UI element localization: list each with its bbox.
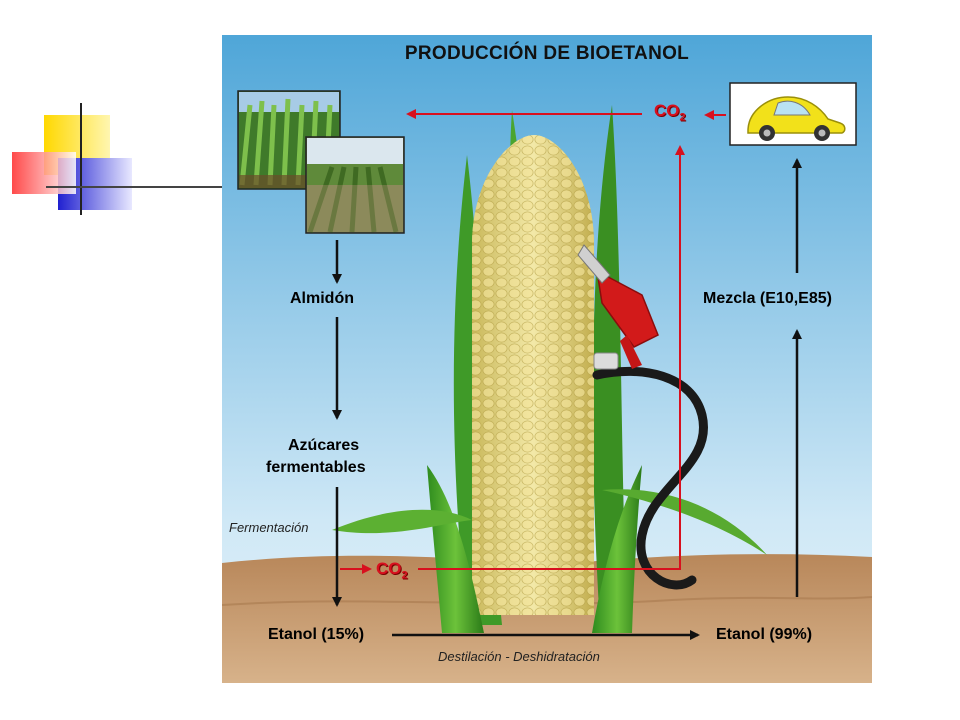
label-sugars-line1: Azúcares — [288, 437, 360, 454]
label-ethanol-99: Etanol (99%) — [716, 626, 813, 643]
label-distillation: Destilación - Deshidratación — [438, 649, 600, 664]
arrow-fermentation-co2-return — [418, 145, 685, 570]
corn-leaf-front-left — [427, 465, 484, 633]
label-sugars-line2: fermentables — [266, 459, 366, 476]
soil-ground — [222, 554, 872, 683]
label-ethanol-15: Etanol (15%) — [268, 626, 365, 643]
car-icon — [729, 82, 857, 146]
bioethanol-diagram: PRODUCCIÓN DE BIOETANOL Almidón Azúcares… — [222, 35, 872, 683]
fuel-hose — [592, 366, 709, 590]
diagram-graphics — [222, 35, 872, 683]
co2-label-top: CO2 — [654, 101, 686, 124]
co2-label-bottom: CO2 — [376, 559, 408, 582]
label-fermentation: Fermentación — [229, 520, 309, 535]
fuel-nozzle-icon — [577, 244, 659, 370]
label-starch: Almidón — [290, 290, 354, 307]
label-blend: Mezcla (E10,E85) — [703, 290, 832, 307]
corn-leaf-front-right — [592, 465, 642, 633]
crop-field-photo — [305, 136, 405, 234]
slide-decoration — [12, 103, 230, 215]
diagram-title: PRODUCCIÓN DE BIOETANOL — [404, 43, 690, 64]
